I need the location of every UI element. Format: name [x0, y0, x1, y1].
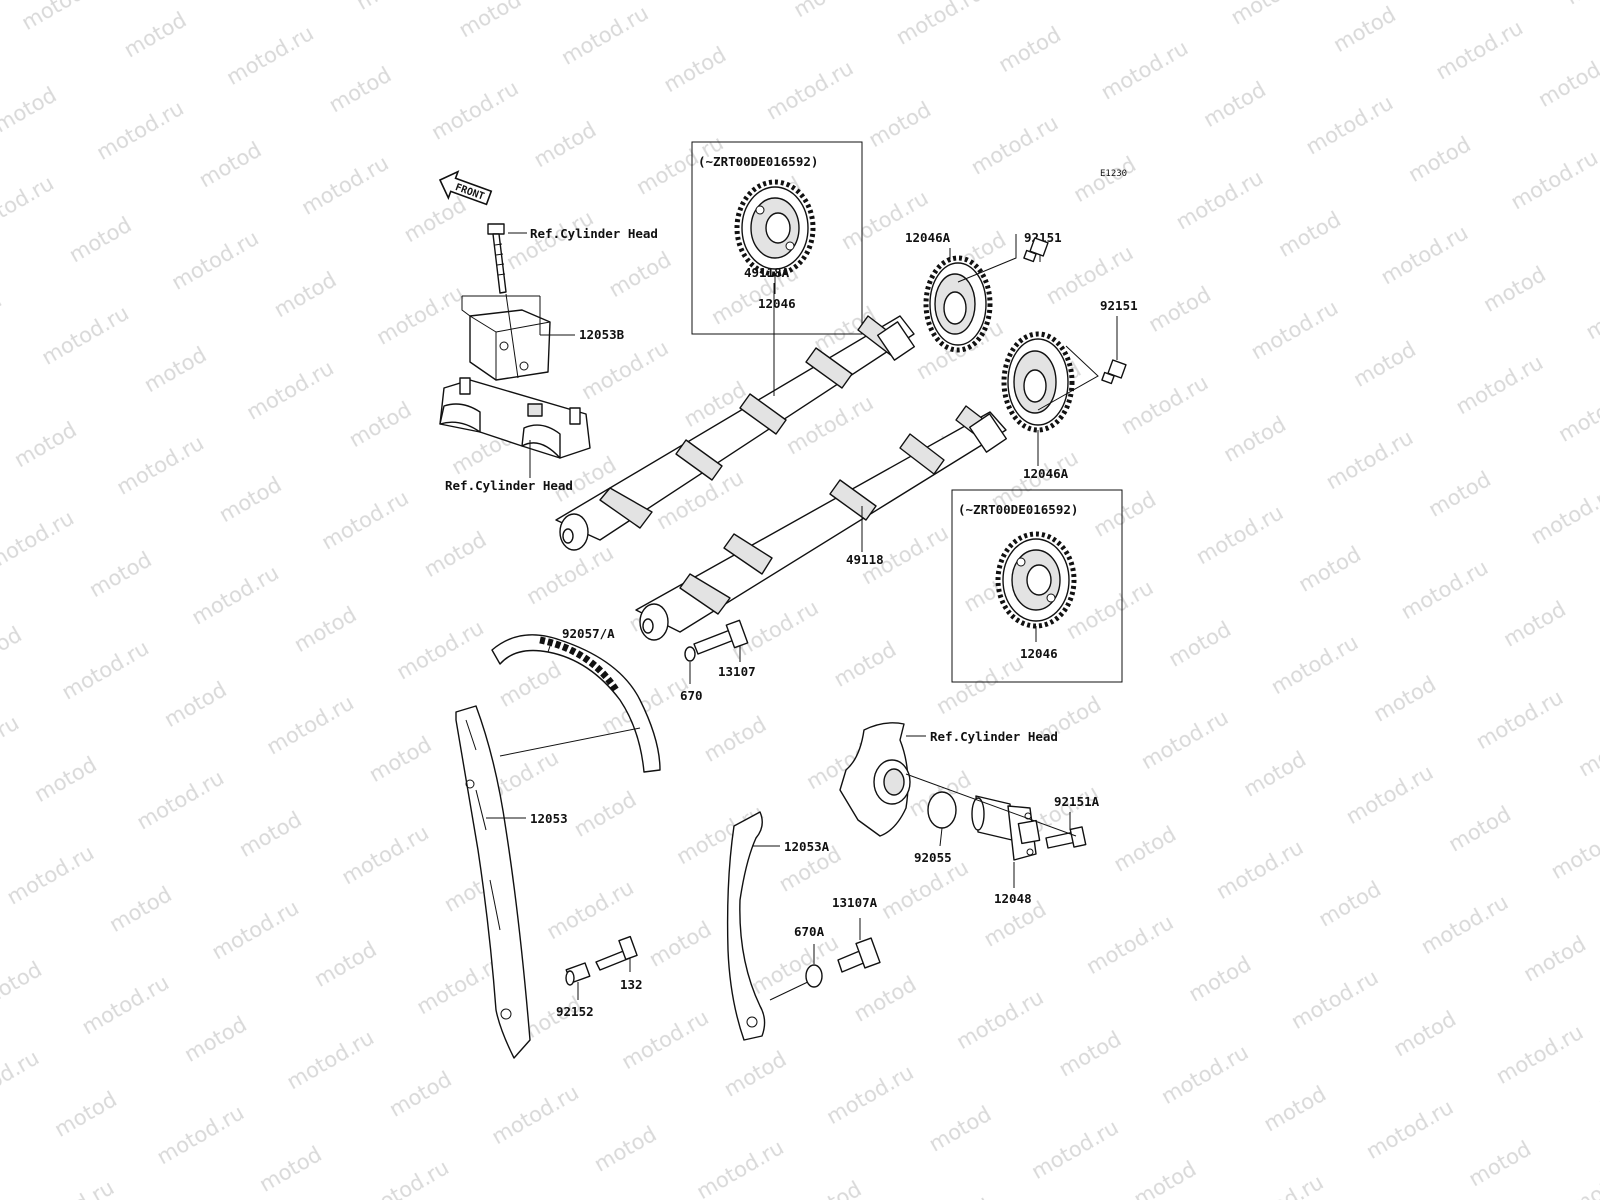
o-ring-670-part: [684, 646, 696, 662]
cam-cap-bolt-part: [487, 223, 507, 294]
chain-tensioner-part: [971, 795, 1041, 861]
guide-pin-bolt-13107A-part: [837, 937, 881, 973]
callout-12046-box1: 12046: [758, 296, 796, 311]
exhaust-camshaft-part: [635, 405, 1008, 641]
guide-bracket-part: [469, 309, 551, 381]
chain-guide-part: [455, 705, 531, 1059]
callout-92057A: 92057/A: [562, 626, 615, 641]
callout-ref-cylinder-head-tensioner: Ref.Cylinder Head: [930, 729, 1058, 744]
callout-670: 670: [680, 688, 703, 703]
callout-132: 132: [620, 977, 643, 992]
intake-cam-sprocket-part: [923, 255, 993, 353]
callout-670A: 670A: [794, 924, 825, 939]
callout-12053A: 12053A: [784, 839, 830, 854]
callout-12046A-mid: 12046A: [1023, 466, 1069, 481]
callout-13107: 13107: [718, 664, 756, 679]
callout-92055: 92055: [914, 850, 952, 865]
cam-sprocket-early-part-1: [734, 179, 816, 277]
tensioner-guide-part: [726, 811, 766, 1041]
o-ring-670A-part: [805, 964, 823, 988]
callout-12046A-top: 12046A: [905, 230, 951, 245]
callout-92151-mid: 92151: [1100, 298, 1138, 313]
callout-12053: 12053: [530, 811, 568, 826]
cam-sprocket-early-part-2: [995, 531, 1077, 629]
callout-12048: 12048: [994, 891, 1032, 906]
callout-13107A: 13107A: [832, 895, 878, 910]
callout-92152: 92152: [556, 1004, 594, 1019]
exhaust-cam-sprocket-part: [1001, 331, 1075, 433]
serial-note-1: (~ZRT00DE016592): [698, 154, 818, 169]
collar-92152-part: [565, 962, 591, 986]
sprocket-bolt-part-1: [1023, 237, 1049, 263]
serial-box-2: [951, 489, 1123, 683]
guide-bolt-132-part: [595, 935, 638, 971]
callout-12053B: 12053B: [579, 327, 625, 342]
intake-camshaft-part: [555, 315, 916, 551]
guide-pin-bolt-part: [693, 619, 749, 655]
callout-92151A: 92151A: [1054, 794, 1100, 809]
tensioner-bolt-part: [1045, 826, 1087, 849]
callout-49118A: 49118A: [744, 265, 790, 280]
callout-12046-box2: 12046: [1020, 646, 1058, 661]
serial-note-2: (~ZRT00DE016592): [958, 502, 1078, 517]
callout-ref-cylinder-head-mid: Ref.Cylinder Head: [445, 478, 573, 493]
callout-ref-cylinder-head-top: Ref.Cylinder Head: [530, 226, 658, 241]
camshaft-holder-part: [439, 377, 591, 459]
callout-49118: 49118: [846, 552, 884, 567]
diagram-code: E1230: [1100, 169, 1127, 179]
serial-box-1: [691, 141, 863, 335]
cylinder-head-section-part: [839, 722, 911, 837]
gasket-92055-part: [927, 791, 957, 829]
sprocket-bolt-part-2: [1101, 359, 1127, 385]
